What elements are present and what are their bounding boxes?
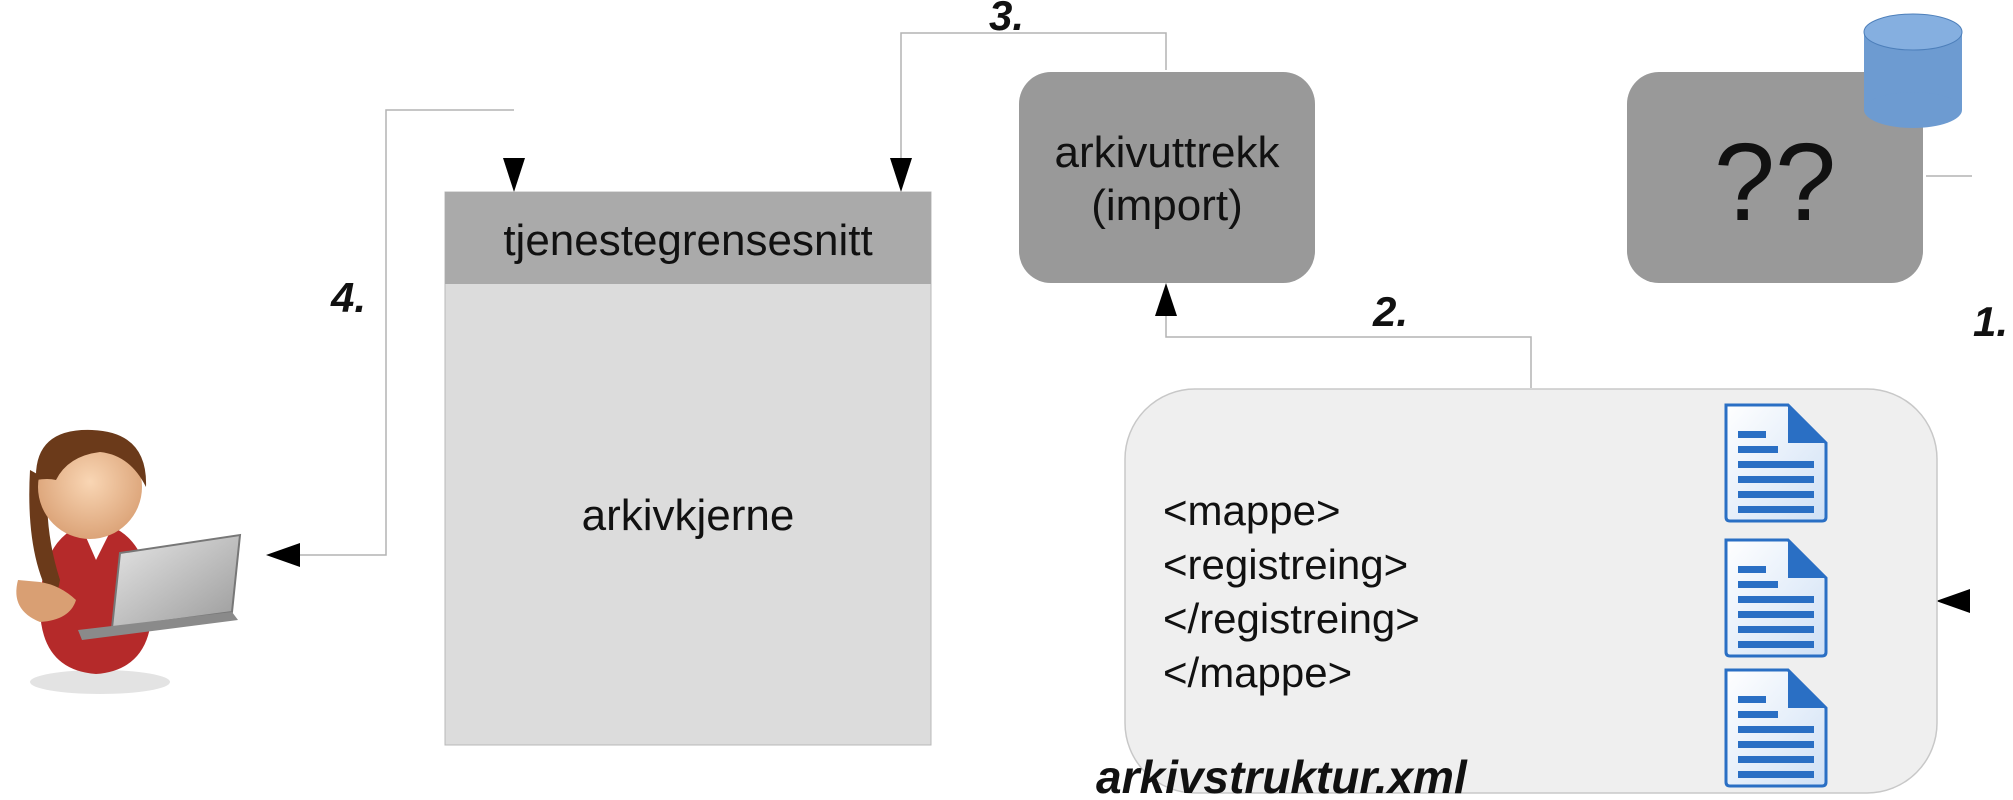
step-number-3: 3. (989, 0, 1024, 39)
step-number-4: 4. (330, 274, 366, 321)
xml-line-1: <mappe> (1163, 487, 1340, 534)
database-icon (1863, 13, 1963, 128)
service-interface-header (445, 192, 931, 284)
archive-core-label: arkivkjerne (582, 491, 795, 540)
arrowhead-core-top (503, 158, 525, 192)
connector-4-to-core (300, 109, 514, 556)
arrowhead-user (266, 543, 300, 567)
xml-line-3: </registreing> (1163, 595, 1420, 642)
arrowhead-core-right (890, 158, 912, 192)
export-box-line1: arkivuttrekk (1055, 128, 1281, 177)
service-interface-label: tjenestegrensesnitt (503, 216, 872, 265)
archive-core-body (444, 191, 932, 746)
unknown-source-box (1627, 72, 1923, 283)
export-box (1019, 72, 1315, 283)
arrowhead-export-bottom (1155, 283, 1177, 316)
user-with-laptop-icon (16, 429, 242, 694)
xml-filename: arkivstruktur.xml (1096, 751, 1468, 800)
step-number-1: 1. (1973, 298, 2008, 345)
connector-3-export-to-core (900, 32, 1167, 160)
arrowhead-xml-right (1936, 589, 1970, 613)
xml-line-4: </mappe> (1163, 649, 1352, 696)
unknown-source-label: ?? (1714, 121, 1836, 244)
export-box-line2: (import) (1091, 181, 1243, 230)
xml-line-2: <registreing> (1163, 541, 1408, 588)
connector-2-xml-to-export (1165, 315, 1532, 388)
step-number-2: 2. (1372, 288, 1408, 335)
